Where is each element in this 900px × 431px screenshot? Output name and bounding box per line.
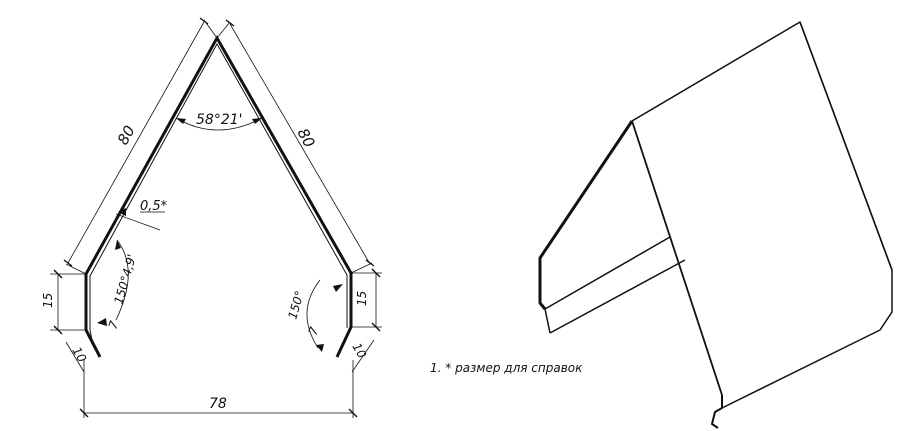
dim-right-vertical: 15 [355,291,369,306]
profile-outline [84,34,353,358]
dim-left-hem-offset: 10 [69,345,89,366]
iso-back-edge [799,21,893,271]
dim-right-bend-angle: 150° [285,289,306,321]
reference-note: 1. * размер для справок [430,361,583,375]
dim-thickness: 0,5* [140,199,168,214]
iso-left-face [538,120,634,310]
dimension-arrows [97,118,343,352]
dim-apex-angle: 58°21' [196,112,242,128]
dim-left-bend-angle: 150°4,9' [111,253,139,306]
dim-base-width: 78 [209,396,227,412]
dim-left-hem: 7 [106,319,122,331]
iso-ridge-edge [631,120,723,396]
profile-view: 80 80 58°21' 0,5* 150°4,9' 150° 15 15 7 … [41,17,382,418]
iso-ridge-face [631,21,893,409]
dim-right-slope: 80 [294,125,319,150]
dimension-lines [57,21,377,414]
iso-hem-strip [544,236,686,334]
dimension-ticks [53,17,381,418]
dim-right-hem: 7 [306,325,322,337]
dim-left-vertical: 15 [41,293,55,308]
profile-inner-line [89,42,348,341]
iso-front-bottom [711,395,723,429]
extension-lines [50,19,382,418]
dim-right-hem-offset: 10 [349,341,369,362]
isometric-view [538,21,893,429]
